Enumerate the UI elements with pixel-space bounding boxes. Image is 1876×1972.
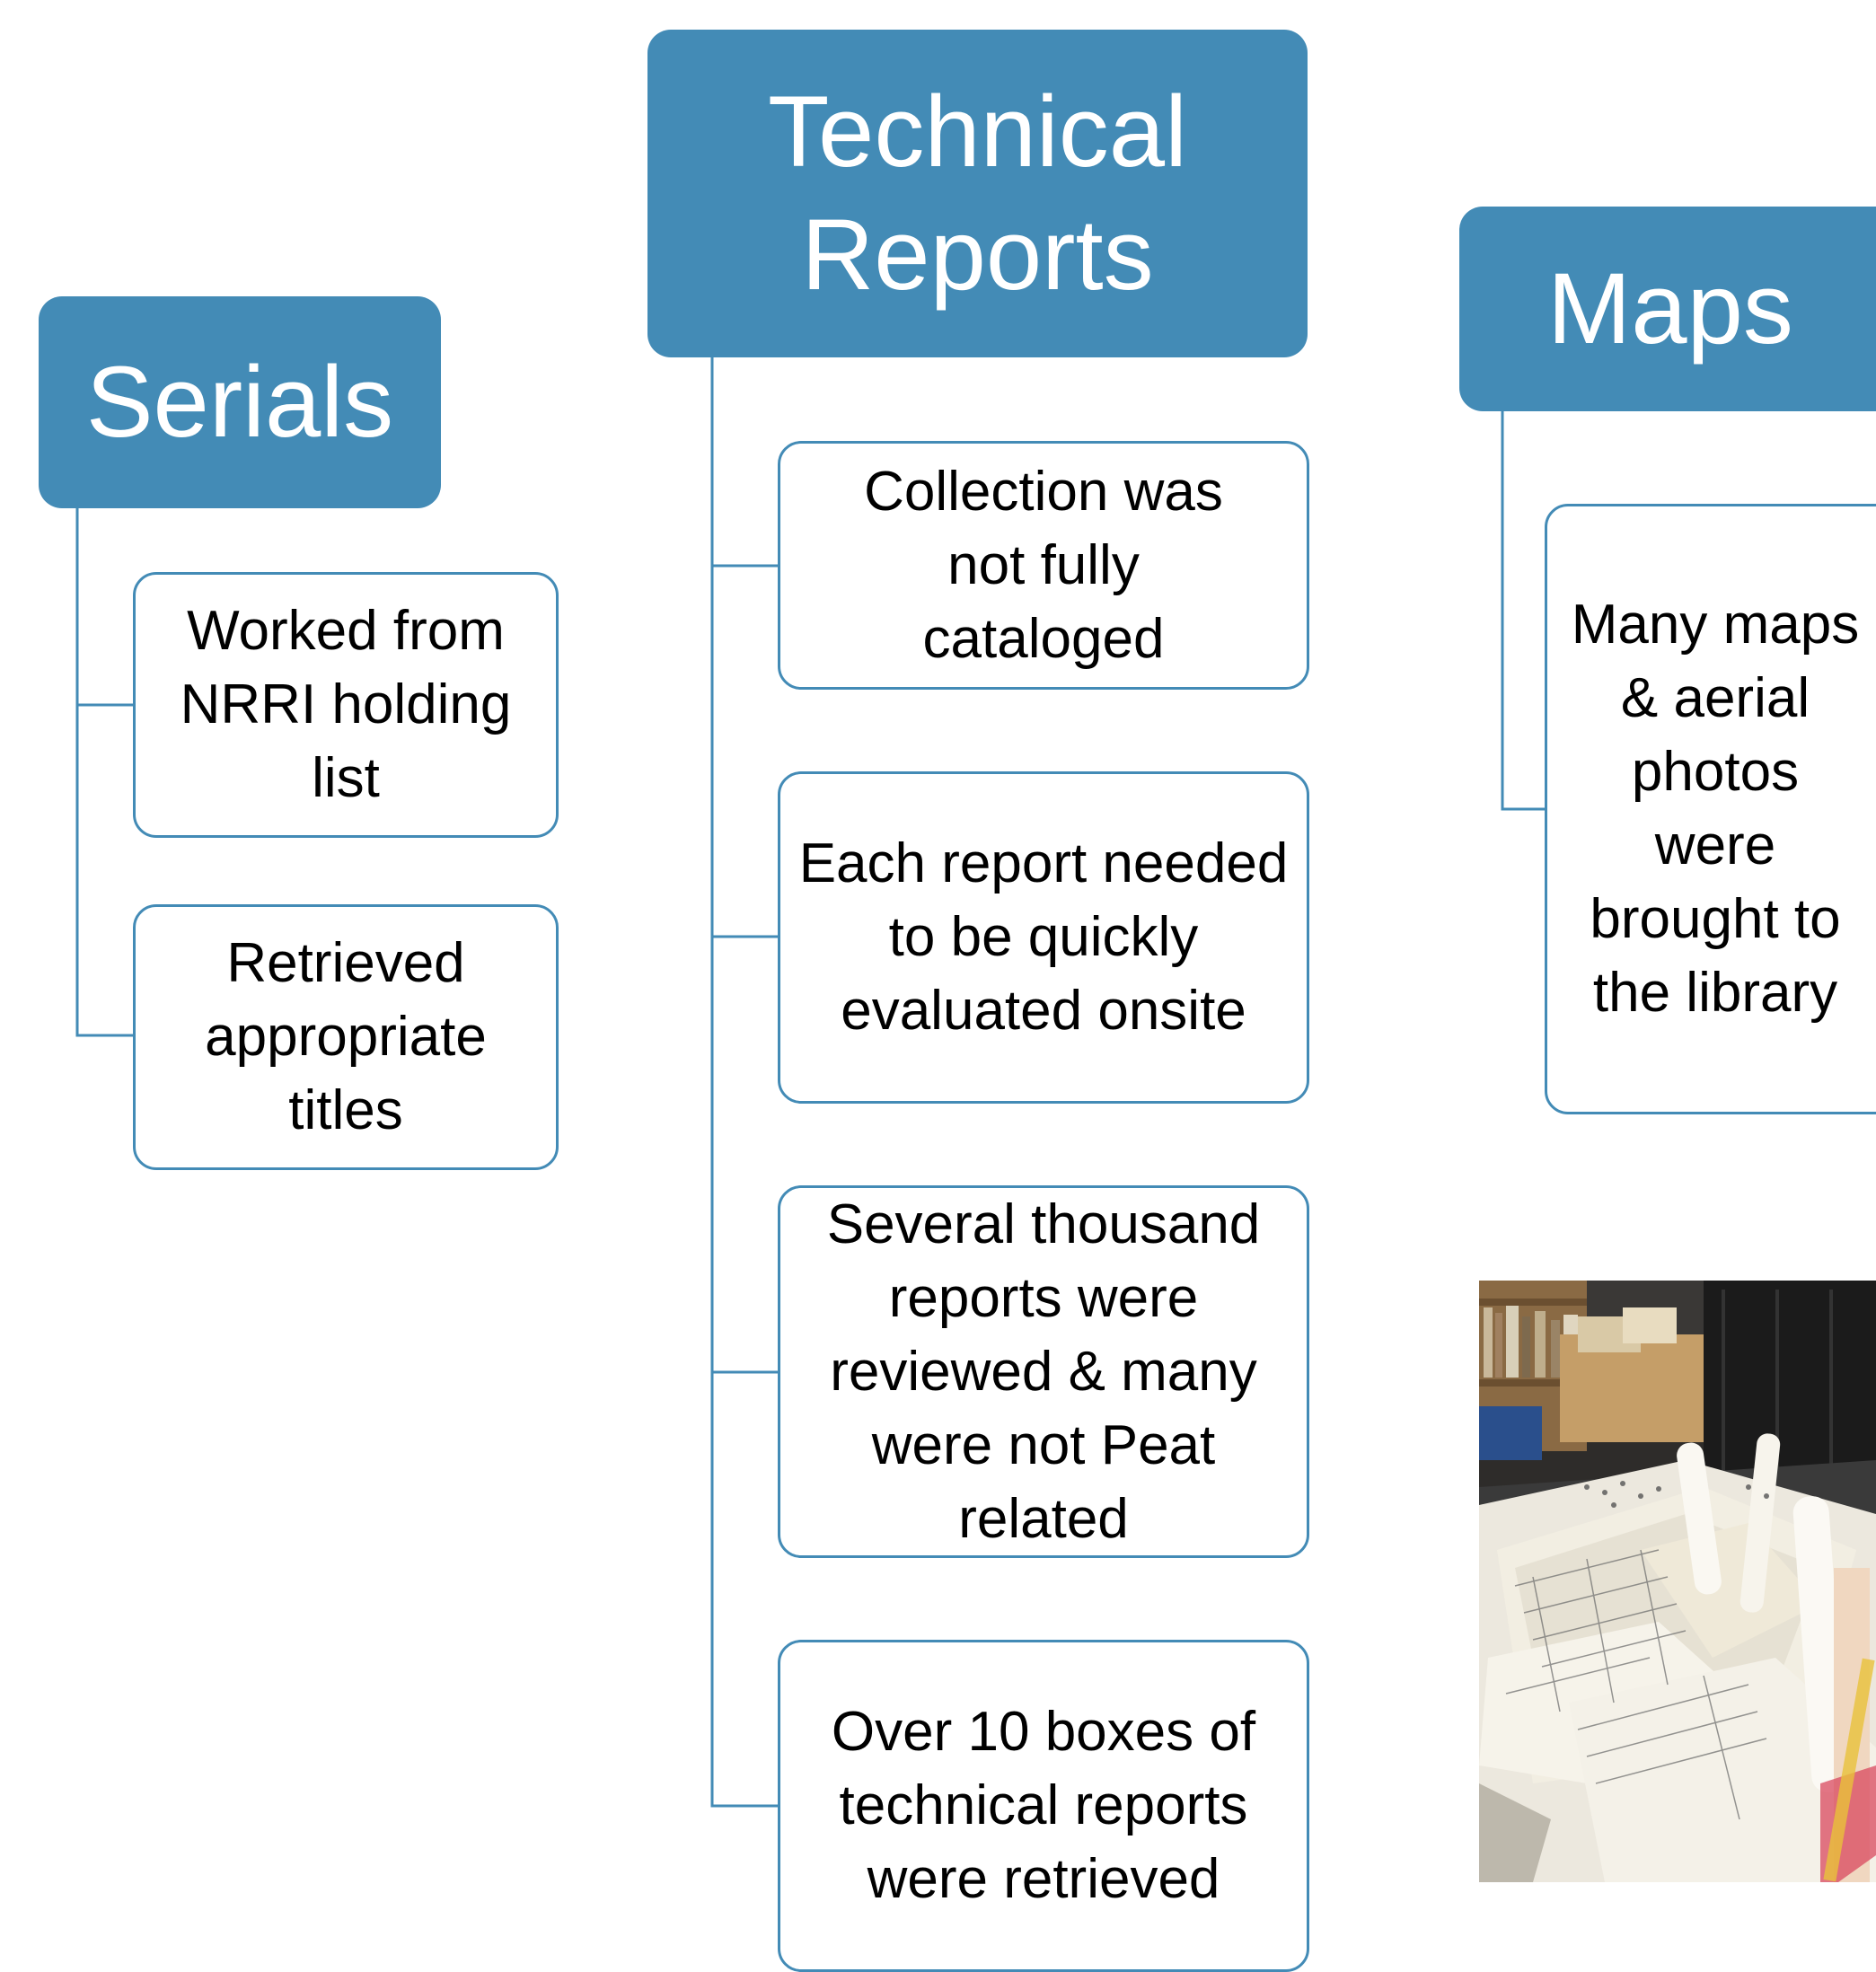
technical-reports-connector [710,357,779,1808]
serials-item-2-text: Retrieved appropriate titles [205,932,487,1141]
technical-reports-item-4-text: Over 10 boxes of technical reports were … [831,1701,1256,1910]
technical-reports-item-3-text: Several thousand reports were reviewed &… [826,1193,1261,1550]
maps-title: Maps [1547,251,1793,365]
maps-item-1: Many maps & aerial photos were brought t… [1545,504,1876,1114]
maps-item-1-text: Many maps & aerial photos were brought t… [1571,594,1860,1024]
technical-reports-item-4: Over 10 boxes of technical reports were … [778,1640,1309,1972]
technical-reports-title: Technical Reports [768,75,1187,311]
serials-item-2: Retrieved appropriate titles [133,904,559,1170]
serials-connector [75,508,135,1037]
technical-reports-item-2-text: Each report needed to be quickly evaluat… [798,832,1289,1042]
serials-item-1-text: Worked from NRRI holding list [180,600,512,809]
serials-header: Serials [39,296,441,508]
serials-item-1: Worked from NRRI holding list [133,572,559,838]
technical-reports-item-1: Collection was not fully cataloged [778,441,1309,690]
technical-reports-item-3: Several thousand reports were reviewed &… [778,1185,1309,1558]
maps-connector [1501,411,1546,811]
technical-reports-item-2: Each report needed to be quickly evaluat… [778,771,1309,1104]
maps-photo-image [1479,1281,1876,1882]
maps-photo [1479,1281,1876,1882]
technical-reports-item-1-text: Collection was not fully cataloged [864,460,1223,670]
technical-reports-header: Technical Reports [647,30,1308,357]
serials-title: Serials [85,345,394,458]
maps-header: Maps [1459,207,1876,411]
